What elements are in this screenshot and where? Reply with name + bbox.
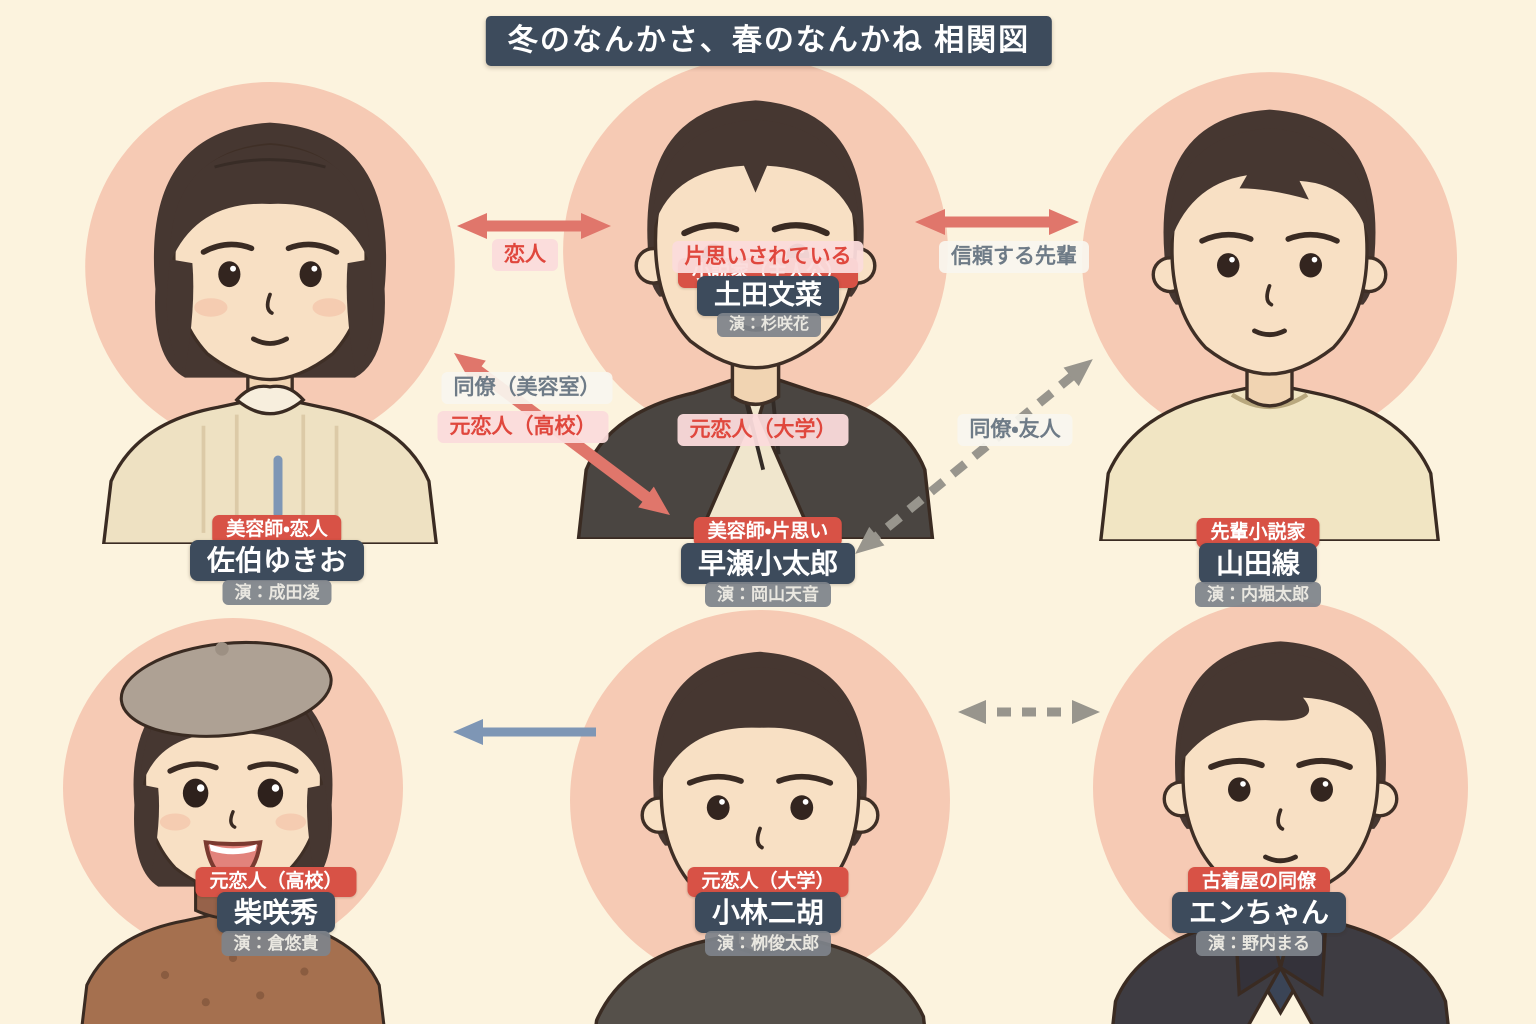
chart-title: 冬のなんかさ、春のなんかね 相関図 [485,16,1053,66]
cast-hayase: 演：岡山天音 [705,582,831,608]
cast-en: 演：野内まる [1196,931,1322,957]
relationship-label-one-sided-loved: 片思いされている [672,241,864,274]
cast-tsuchida: 演：杉咲花 [716,313,822,337]
name-tsuchida: 土田文菜 [697,276,839,316]
name-saeki: 佐伯ゆきお [189,540,365,581]
badge-en: 古着屋の同僚 [1187,867,1331,897]
name-en: エンちゃん [1171,892,1347,933]
badge-shibasaki: 元恋人（高校） [195,867,357,897]
badge-kobayashi: 元恋人（大学） [687,867,849,897]
relationship-label-ex-highschool: 元恋人（高校） [437,411,609,444]
cast-yamada: 演：内堀太郎 [1195,582,1321,608]
relationship-label-colleague-salon: 同僚（美容室） [441,372,613,405]
relationship-label-lovers: 恋人 [492,239,558,272]
badge-hayase: 美容師・片思い [693,517,843,547]
name-hayase: 早瀬小太郎 [680,543,856,584]
relationship-label-trusted-senior: 信頼する先輩 [939,241,1089,274]
arrow-colleague-friend-dashed [855,359,1093,554]
portrait-bottom-center-man [570,610,950,1024]
badge-yamada: 先輩小説家 [1196,518,1320,548]
name-yamada: 山田線 [1198,543,1318,584]
portrait-top-left-woman [85,82,455,544]
cast-kobayashi: 演：栁俊太郎 [705,931,831,957]
cast-shibasaki: 演：倉悠貴 [221,931,331,957]
cast-saeki: 演：成田凌 [222,580,332,606]
relationship-label-ex-university: 元恋人（大学） [677,414,849,447]
name-shibasaki: 柴咲秀 [216,892,336,933]
badge-saeki: 美容師・恋人 [212,515,342,545]
portrait-top-right-man [1082,72,1457,541]
portrait-bottom-right-man [1093,600,1468,1024]
relationship-label-colleague-friend: 同僚・友人 [957,414,1073,447]
name-kobayashi: 小林二胡 [694,892,842,933]
